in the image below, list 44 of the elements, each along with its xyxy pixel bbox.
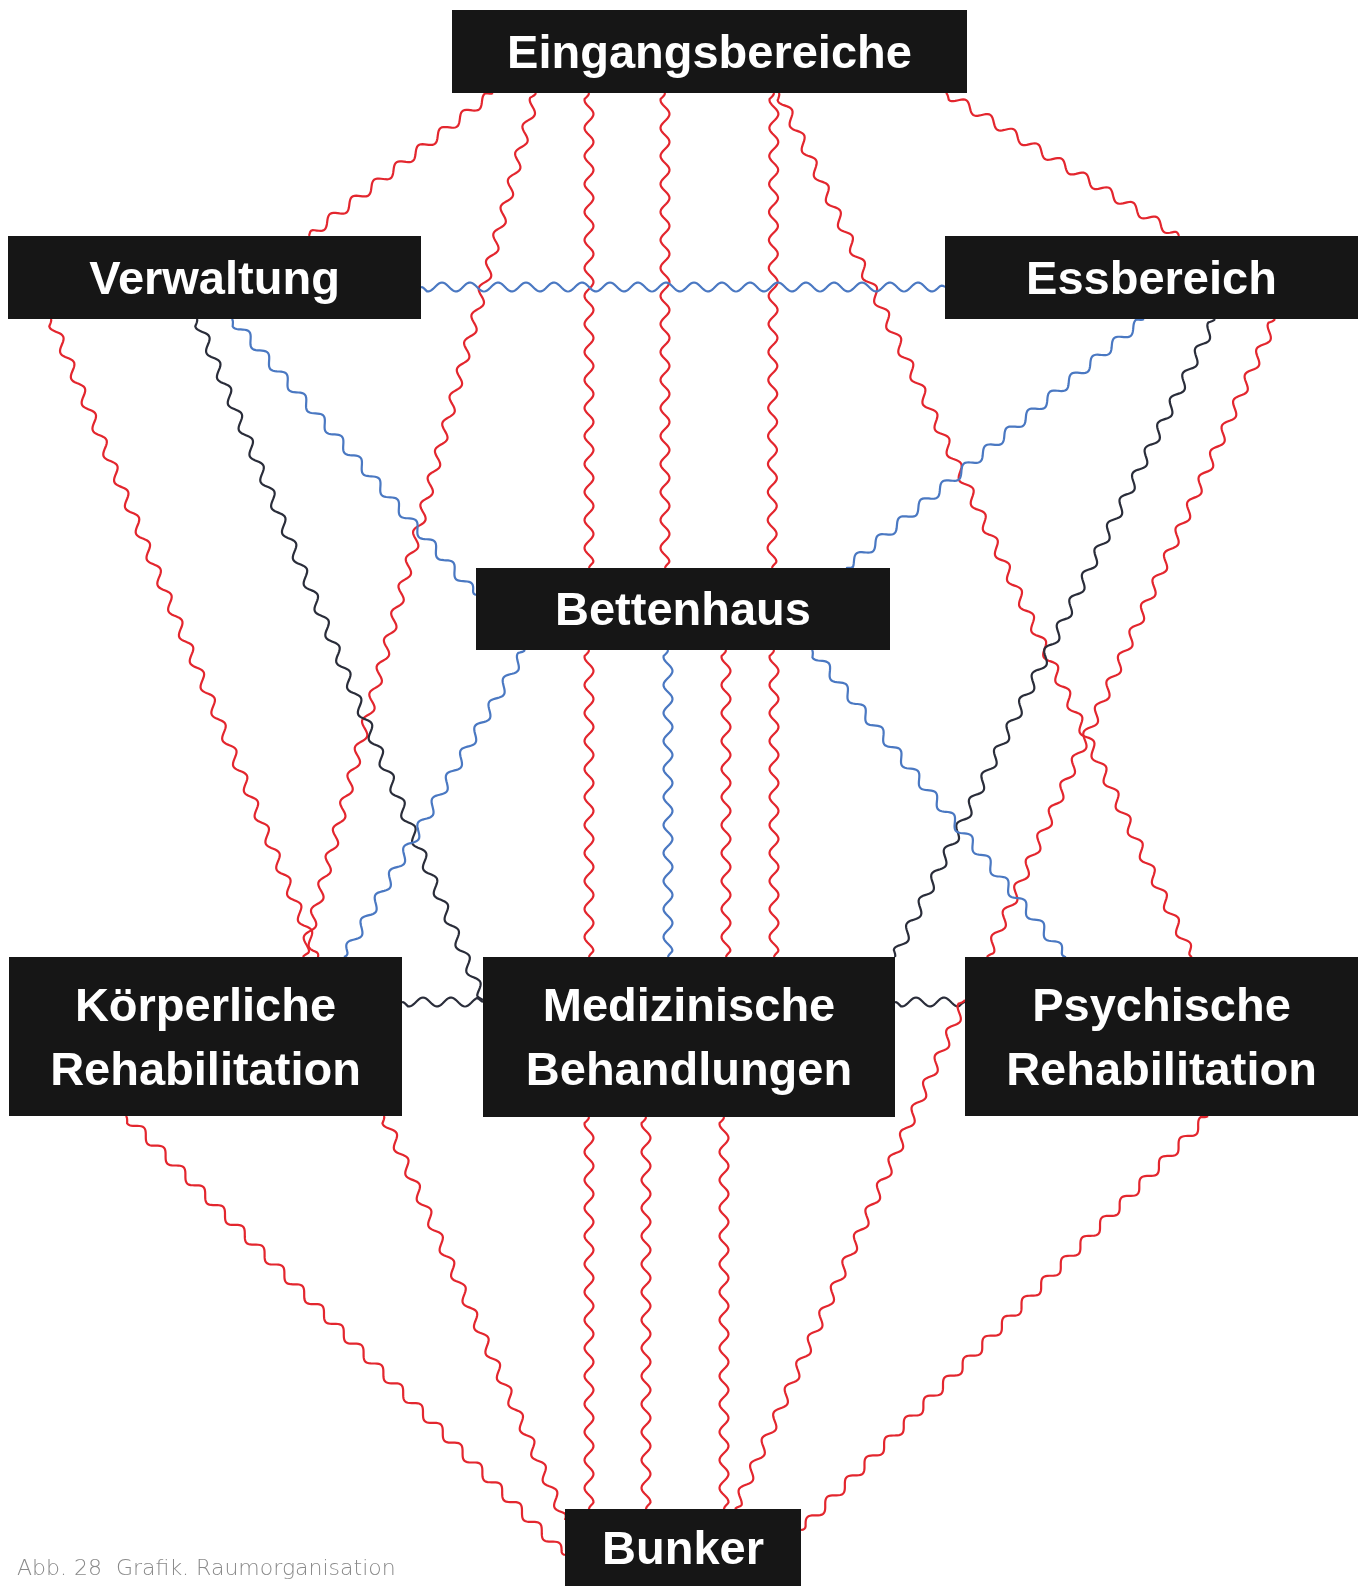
wavy-connector <box>302 92 537 958</box>
room-label: Bettenhaus <box>555 581 811 637</box>
room-box <box>945 236 1358 319</box>
room-box <box>565 1509 801 1586</box>
wavy-connector <box>124 1115 566 1556</box>
wavy-connector <box>776 92 1194 958</box>
wavy-connector <box>662 649 674 958</box>
room-box <box>965 957 1358 1116</box>
wavy-connector <box>583 649 595 958</box>
wavy-connector <box>659 92 671 569</box>
wavy-connector <box>583 1116 595 1510</box>
room-label: Medizinische Behandlungen <box>524 977 854 1097</box>
wavy-connector <box>845 317 1145 570</box>
wavy-connector <box>640 1116 652 1510</box>
wavy-connector <box>945 92 1180 237</box>
room-box <box>483 957 895 1117</box>
room-box <box>476 568 890 650</box>
room-label: Eingangsbereiche <box>507 23 912 80</box>
wavy-connector <box>768 649 780 958</box>
room-label: Verwaltung <box>89 249 340 306</box>
room-label: Bunker <box>602 1519 764 1576</box>
wavy-connector <box>718 1116 730 1510</box>
room-box <box>9 957 402 1116</box>
wavy-connector <box>892 318 1216 958</box>
wavy-connector <box>986 318 1276 958</box>
wavy-connector <box>420 281 946 293</box>
wavy-connector <box>894 996 966 1008</box>
room-label: Essbereich <box>1026 249 1277 306</box>
wavy-connector <box>401 996 485 1008</box>
room-label: Psychische Rehabilitation <box>1005 976 1318 1097</box>
wavy-connector <box>230 318 477 596</box>
room-box <box>452 10 967 93</box>
wavy-connector <box>48 318 320 958</box>
wavy-connector <box>810 649 1067 958</box>
wavy-connector <box>343 649 526 958</box>
wavy-connector <box>583 92 595 569</box>
room-label: Körperliche Rehabilitation <box>49 976 362 1097</box>
room-box <box>8 236 421 319</box>
wavy-connector <box>734 999 966 1510</box>
wavy-connector <box>307 91 494 237</box>
wavy-connector <box>720 649 732 958</box>
wavy-connector <box>194 318 484 1001</box>
figure-caption: Abb. 28 Grafik. Raumorganisation <box>17 1554 396 1582</box>
wavy-connector <box>766 92 780 569</box>
